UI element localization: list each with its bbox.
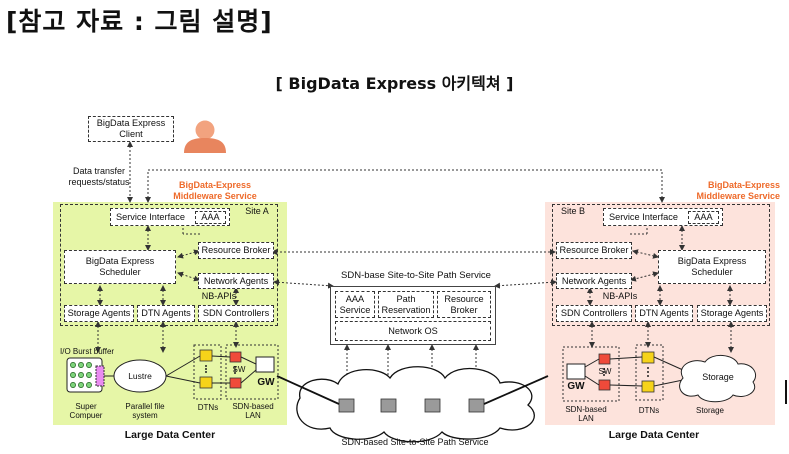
site-a-resource-broker: Resource Broker (198, 242, 274, 259)
center-aaa-service: AAA Service (335, 291, 375, 318)
cloud-label: SDN-based Site-to-Site Path Service (341, 437, 489, 447)
site-b-gw: GW (567, 381, 585, 392)
site-b-scheduler: BigData Express Scheduler (658, 250, 766, 284)
wan-cloud (296, 366, 535, 443)
site-a-super-computer: Super Compuer (69, 402, 103, 420)
site-a-gw: GW (257, 377, 275, 388)
site-b-dtn-agents: DTN Agents (635, 305, 693, 322)
site-a-nb-apis: NB-APIs (201, 291, 237, 301)
site-b-footer: Large Data Center (608, 429, 700, 441)
site-a-network-agents: Network Agents (198, 273, 274, 289)
site-a-lustre: Lustre (128, 371, 152, 381)
requests-label: Data transfer requests/status (68, 166, 130, 187)
site-a-middleware-label: BigData-Express Middleware Service (173, 180, 257, 201)
site-a-footer: Large Data Center (124, 429, 216, 441)
site-b-aaa: AAA (688, 211, 719, 224)
site-b-storage-label: Storage (695, 406, 725, 415)
client-box: BigData Express Client (88, 116, 174, 142)
site-a-dtns: DTNs (197, 403, 219, 412)
site-a-sw: SW (232, 365, 246, 374)
center-path-reservation: Path Reservation (378, 291, 434, 318)
site-b-network-agents: Network Agents (556, 273, 632, 289)
site-b-resource-broker: Resource Broker (556, 242, 632, 259)
site-b-dtns: DTNs (638, 406, 660, 415)
site-a-storage-agents: Storage Agents (64, 305, 134, 322)
site-a-parallel-fs: Parallel file system (125, 402, 165, 420)
site-b-label: Site B (560, 206, 585, 216)
site-a-aaa: AAA (195, 211, 226, 224)
site-b-middleware-frame (552, 204, 770, 326)
site-b-middleware-label: BigData-Express Middleware Service (696, 180, 780, 201)
site-b-storage-agents: Storage Agents (697, 305, 767, 322)
center-title: SDN-base Site-to-Site Path Service (341, 270, 491, 281)
site-b-sdn-lan: SDN-based LAN (565, 405, 607, 423)
site-a-scheduler: BigData Express Scheduler (64, 250, 176, 284)
site-a-io-burst: I/O Burst buffer (60, 347, 115, 356)
site-b-sdn-controllers: SDN Controllers (556, 305, 632, 322)
site-a-sdn-controllers: SDN Controllers (198, 305, 274, 322)
center-resource-broker: Resource Broker (437, 291, 491, 318)
center-network-os: Network OS (335, 321, 491, 341)
site-b-storage: Storage (702, 372, 734, 382)
site-a-dtn-agents: DTN Agents (137, 305, 195, 322)
service-interface-label: Service Interface (116, 211, 185, 222)
site-b-sw: SW (598, 367, 612, 376)
site-b-nb-apis: NB-APIs (602, 291, 638, 301)
site-a-label: Site A (245, 206, 269, 216)
diagram-title: [ BigData Express 아키텍쳐 ] (275, 74, 514, 93)
service-interface-label: Service Interface (609, 211, 678, 222)
page-heading: [참고 자료 : 그림 설명] (6, 7, 273, 36)
site-a-middleware-frame (60, 204, 278, 326)
site-a-sdn-lan: SDN-based LAN (232, 402, 274, 420)
